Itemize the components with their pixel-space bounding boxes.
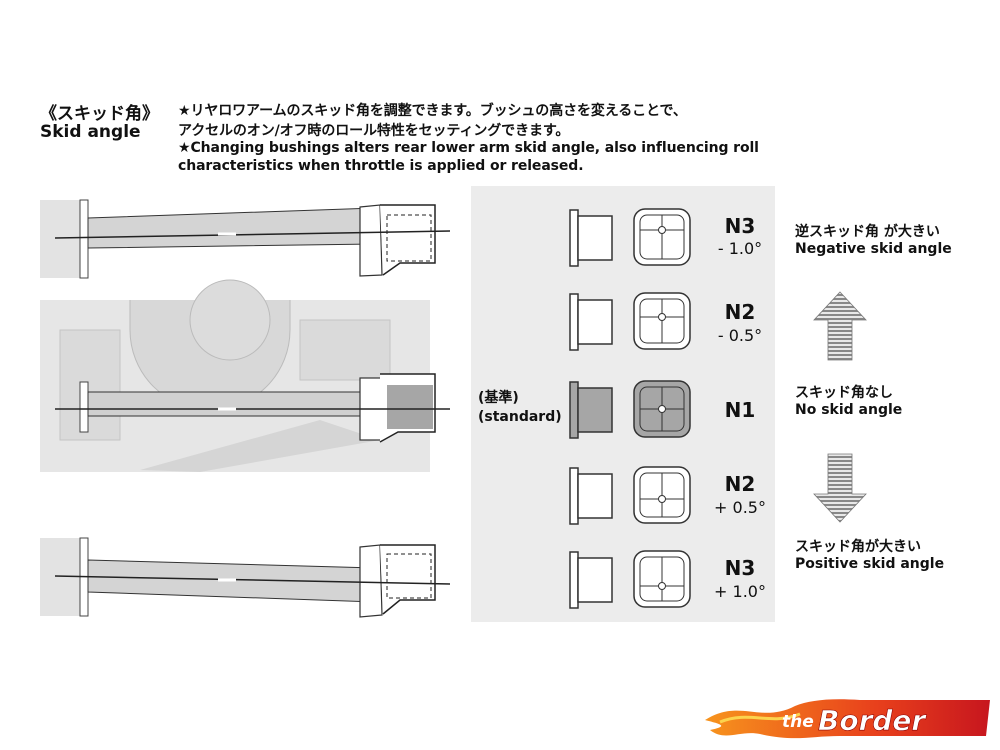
description-en-line-2: characteristics when throttle is applied… — [178, 158, 584, 174]
arm-diagram-positive — [40, 537, 451, 618]
arm-diagram-negative — [40, 199, 451, 279]
description-en-line-1: ★Changing bushings alters rear lower arm… — [178, 140, 759, 156]
logo-prefix: the — [782, 712, 814, 732]
bushing-code-2: N2 — [724, 300, 756, 324]
standard-label-en: (standard) — [478, 409, 562, 425]
bushing-angle-4: + 0.5° — [714, 498, 766, 517]
section-title-en: Skid angle — [40, 122, 141, 142]
description-jp-line-1: ★リヤロワアームのスキッド角を調整できます。ブッシュの高さを変えることで、 — [178, 103, 687, 119]
bushing-panel — [471, 186, 775, 622]
no-skid-label-en: No skid angle — [795, 402, 903, 418]
bushing-code-4: N2 — [724, 472, 756, 496]
bushing-n2-negative — [569, 292, 691, 351]
arrow-down-icon — [813, 453, 867, 523]
description-jp-line-2: アクセルのオン/オフ時のロール特性をセッティングできます。 — [178, 123, 570, 139]
the-border-logo: the Border — [705, 699, 990, 739]
bushing-angle-5: + 1.0° — [714, 582, 766, 601]
bushing-code-3: N1 — [724, 398, 756, 422]
section-title-jp: 《スキッド角》 — [40, 104, 159, 124]
negative-label-en: Negative skid angle — [795, 241, 952, 257]
bushing-angle-1: - 1.0° — [717, 239, 763, 258]
arrow-up-icon — [813, 291, 867, 361]
positive-label-jp: スキッド角が大きい — [795, 539, 921, 555]
arm-diagrams — [40, 199, 451, 618]
bushing-code-5: N3 — [724, 556, 756, 580]
standard-label: (基準) (standard) — [478, 389, 562, 427]
positive-label-en: Positive skid angle — [795, 556, 945, 572]
bushing-icons — [569, 208, 691, 609]
bushing-n2-positive — [569, 466, 691, 525]
bushing-code-1: N3 — [724, 214, 756, 238]
bushing-n1-standard — [569, 380, 691, 439]
negative-label-jp: 逆スキッド角 が大きい — [795, 224, 940, 240]
logo-name: Border — [818, 704, 927, 737]
arm-diagram-standard — [40, 279, 450, 472]
bushing-n3-positive — [569, 550, 691, 609]
standard-label-jp: (基準) — [478, 390, 519, 406]
bushing-n3-negative — [569, 208, 691, 267]
bushing-angle-2: - 0.5° — [717, 326, 763, 345]
no-skid-label-jp: スキッド角なし — [795, 385, 893, 401]
